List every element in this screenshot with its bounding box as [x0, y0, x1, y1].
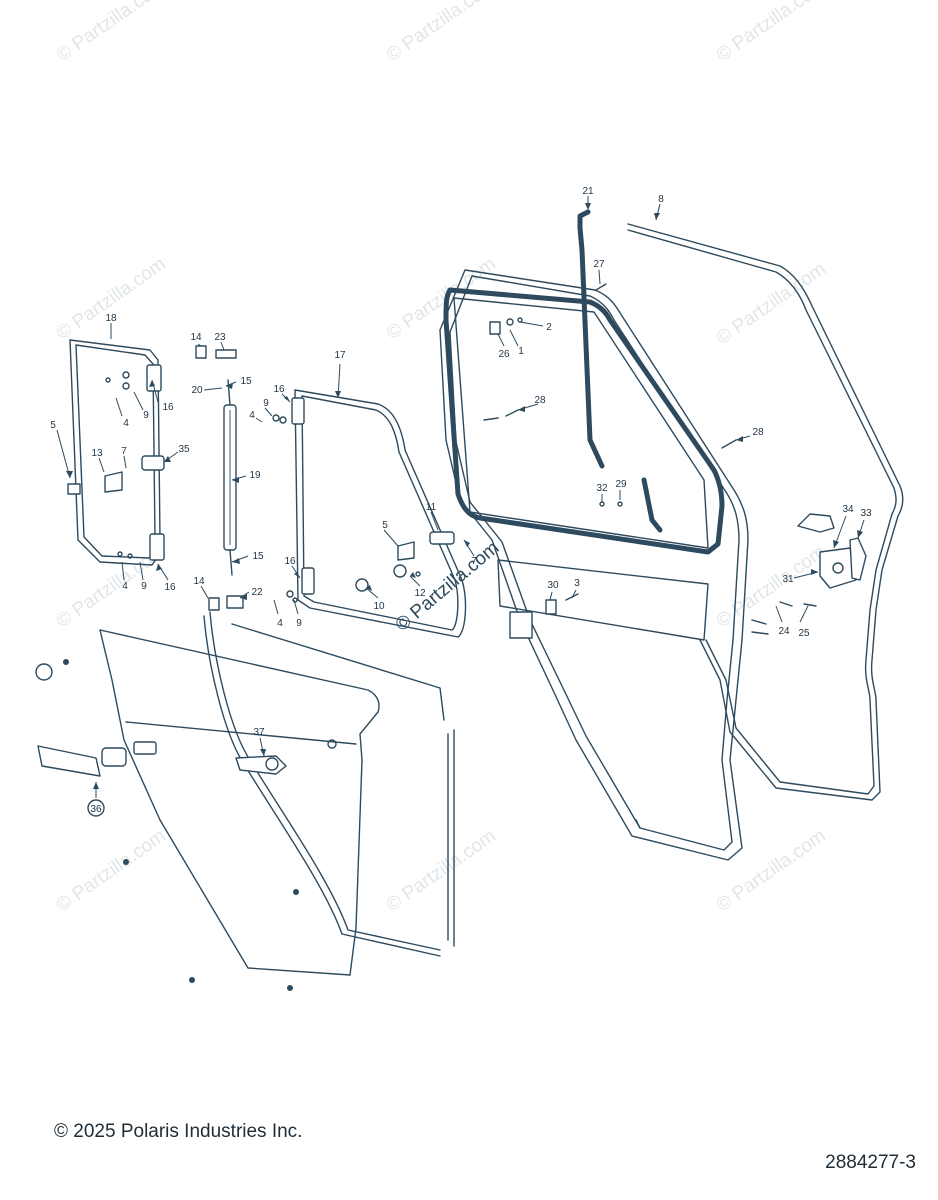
callout-labels: 18 16 4 9 5 13 7 35 4 9 16 14 23 20 15 1…	[50, 186, 872, 817]
watermark: © Partzilla.com	[713, 0, 830, 66]
callout-4: 4	[249, 410, 255, 421]
callout-7: 7	[471, 556, 477, 567]
callout-35: 35	[178, 444, 190, 455]
callout-22: 22	[251, 587, 263, 598]
callout-20: 20	[191, 385, 203, 396]
part-17-window-panel	[272, 389, 467, 638]
diagram-part-number: 2884277-3	[825, 1152, 916, 1173]
callout-16: 16	[162, 402, 174, 413]
door-frame	[439, 269, 749, 861]
callout-25: 25	[798, 628, 810, 639]
callout-28: 28	[752, 427, 764, 438]
callout-2: 2	[546, 322, 552, 333]
part-34-latch	[751, 513, 867, 635]
door-lower-panel	[35, 611, 455, 991]
callout-14: 14	[193, 576, 205, 587]
callout-18: 18	[105, 313, 117, 324]
callout-24: 24	[778, 626, 790, 637]
copyright-notice: © 2025 Polaris Industries Inc.	[54, 1121, 303, 1142]
watermark: © Partzilla.com	[713, 825, 830, 916]
callout-9: 9	[141, 581, 147, 592]
watermark: © Partzilla.com	[53, 0, 170, 66]
part-8-seal	[627, 223, 904, 801]
watermark: © Partzilla.com	[713, 258, 830, 349]
callout-3: 3	[574, 578, 580, 589]
callout-28: 28	[534, 395, 546, 406]
callout-16: 16	[164, 582, 176, 593]
callout-16: 16	[284, 556, 296, 567]
watermark: © Partzilla.com	[713, 541, 830, 632]
callout-19: 19	[249, 470, 261, 481]
callout-5: 5	[382, 520, 388, 531]
callout-4: 4	[123, 418, 129, 429]
leader-arrowheads	[66, 203, 863, 789]
callout-4: 4	[277, 618, 283, 629]
callout-9: 9	[143, 410, 149, 421]
callout-11: 11	[426, 502, 437, 513]
watermark: © Partzilla.com	[53, 825, 170, 916]
callout-4: 4	[122, 581, 128, 592]
callout-8: 8	[658, 194, 664, 205]
callout-7: 7	[121, 446, 127, 457]
callout-37: 37	[253, 727, 265, 738]
part-19-strip	[195, 345, 244, 611]
callout-14: 14	[190, 332, 202, 343]
callout-15: 15	[240, 376, 252, 387]
callout-17: 17	[334, 350, 346, 361]
part-21-rod	[577, 209, 663, 533]
callout-33: 33	[860, 508, 872, 519]
callout-13: 13	[91, 448, 103, 459]
callout-21: 21	[582, 186, 594, 197]
callout-16: 16	[273, 384, 285, 395]
callout-5: 5	[50, 420, 56, 431]
callout-15: 15	[252, 551, 264, 562]
callout-9: 9	[263, 398, 269, 409]
callout-23: 23	[214, 332, 226, 343]
callout-26: 26	[498, 349, 510, 360]
callout-9: 9	[296, 618, 302, 629]
callout-10: 10	[373, 601, 385, 612]
callout-27: 27	[593, 259, 605, 270]
hardware-bits	[483, 283, 737, 615]
part-36-strap	[37, 745, 127, 777]
window-seal	[443, 287, 725, 555]
callout-29: 29	[615, 479, 627, 490]
callout-30: 30	[547, 580, 559, 591]
callout-34: 34	[842, 504, 854, 515]
callout-1: 1	[518, 346, 524, 357]
callout-36: 36	[90, 804, 102, 815]
callout-12: 12	[414, 588, 426, 599]
watermark: © Partzilla.com	[383, 825, 500, 916]
watermark: © Partzilla.com	[383, 0, 500, 66]
callout-31: 31	[782, 574, 794, 585]
callout-32: 32	[596, 483, 608, 494]
watermark: © Partzilla.com	[383, 253, 500, 344]
part-18-window-panel	[67, 339, 165, 566]
callout-36-circle	[87, 799, 105, 817]
